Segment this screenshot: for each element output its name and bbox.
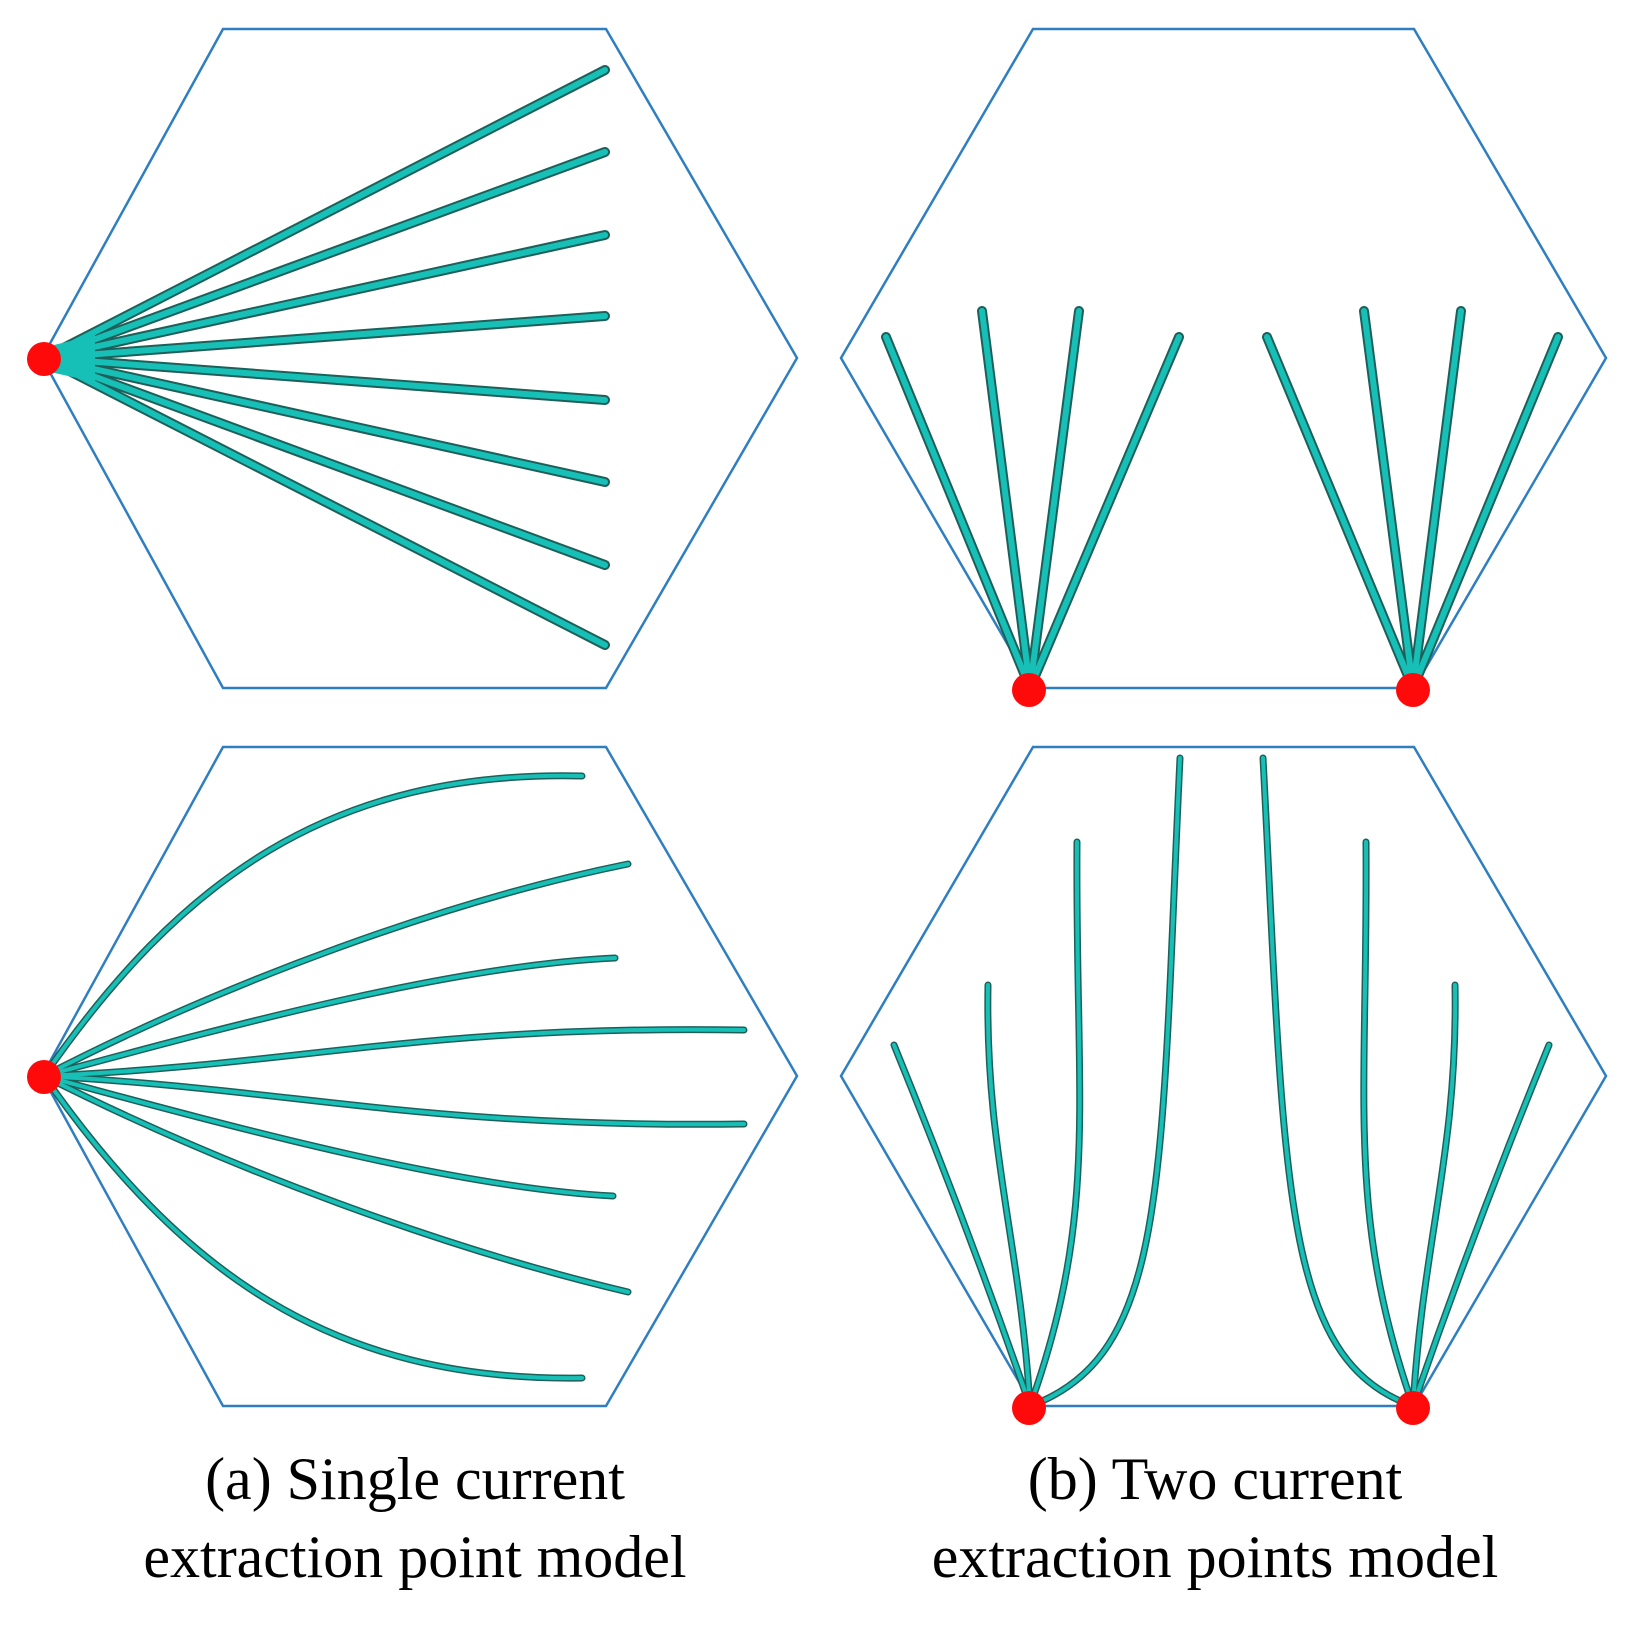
current-path-branch (1361, 308, 1416, 691)
panel-b-bottom (839, 745, 1608, 1425)
branches-b-bottom (890, 754, 1553, 1410)
caption-b: (b) Two current extraction points model (820, 1440, 1610, 1596)
current-path-branch (1028, 756, 1182, 1408)
current-path-branch (1361, 840, 1415, 1408)
current-path-branch (42, 773, 584, 1078)
current-path-branch (41, 355, 608, 568)
branches-a-bottom (40, 772, 748, 1382)
current-path-branch (42, 1027, 746, 1078)
hexagon-outline (40, 745, 799, 1408)
current-path-branch (1261, 756, 1415, 1408)
branches-a-top (39, 65, 610, 650)
current-path-branch (1410, 334, 1561, 691)
current-path-branch (42, 956, 617, 1078)
extraction-point-right (1396, 673, 1430, 707)
current-path-branch (985, 983, 1032, 1408)
current-path-branch (42, 1074, 615, 1198)
extraction-point-left (1012, 673, 1046, 707)
current-path-branch (1027, 334, 1182, 691)
extraction-point-left (1012, 1391, 1046, 1425)
current-path-branch (42, 1074, 584, 1381)
current-path-branch (41, 232, 608, 361)
branches-b-top (881, 306, 1563, 693)
current-path-branch (892, 1043, 1032, 1408)
current-path-branch (41, 149, 608, 361)
current-path-branch (1264, 334, 1416, 691)
current-path-branch (41, 355, 608, 485)
current-path-branch (42, 1074, 746, 1127)
current-path-branch (883, 334, 1033, 691)
hexagon-outline (839, 745, 1608, 1408)
current-path-branch (1411, 983, 1458, 1408)
extraction-point (27, 342, 61, 376)
current-path-branch (41, 355, 608, 648)
current-path-branch (1411, 1043, 1551, 1408)
hexagon-outline (40, 27, 799, 690)
panel-b-top (839, 27, 1608, 707)
branch-edge (40, 1072, 617, 1200)
panel-a-bottom (27, 745, 799, 1408)
branch-edge (40, 954, 619, 1080)
caption-b-line2: extraction points model (931, 1524, 1499, 1590)
current-path-branch (1410, 308, 1464, 691)
current-path-branch (42, 862, 630, 1078)
branch-edge (1259, 754, 1417, 1410)
current-path-branch (1028, 840, 1082, 1408)
extraction-point (27, 1060, 61, 1094)
caption-a-line1: (a) Single current (205, 1446, 625, 1512)
current-path-branch (1027, 308, 1082, 691)
current-path-branch (41, 67, 608, 361)
caption-a-line2: extraction point model (143, 1524, 687, 1590)
current-path-branch (41, 355, 608, 403)
current-path-branch (42, 1074, 630, 1294)
hexagon-outline (839, 27, 1608, 690)
caption-a: (a) Single current extraction point mode… (20, 1440, 810, 1596)
extraction-point-right (1396, 1391, 1430, 1425)
current-path-branch (979, 308, 1033, 691)
current-path-branch (41, 313, 608, 361)
caption-b-line1: (b) Two current (1027, 1446, 1403, 1512)
panel-a-top (27, 27, 799, 690)
branch-edge (1026, 754, 1184, 1410)
